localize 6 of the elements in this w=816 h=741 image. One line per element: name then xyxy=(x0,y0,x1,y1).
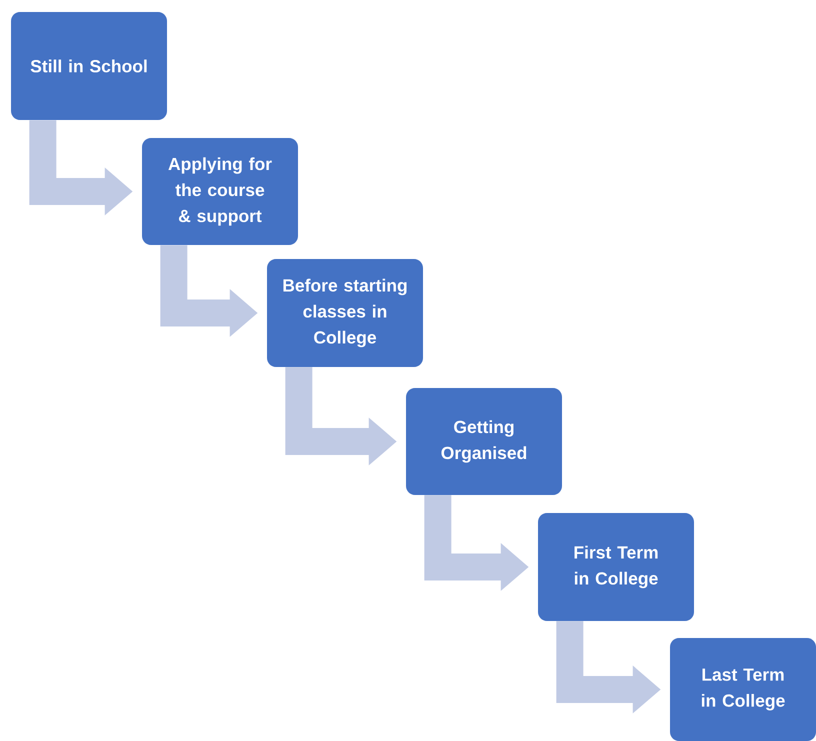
process-box: Getting Organised xyxy=(406,388,562,495)
process-box: Applying for the course & support xyxy=(142,138,298,245)
process-box: Last Term in College xyxy=(670,638,816,741)
process-box: Before starting classes in College xyxy=(267,258,423,367)
process-box: First Term in College xyxy=(538,512,694,621)
process-box: Still in School xyxy=(11,12,167,120)
